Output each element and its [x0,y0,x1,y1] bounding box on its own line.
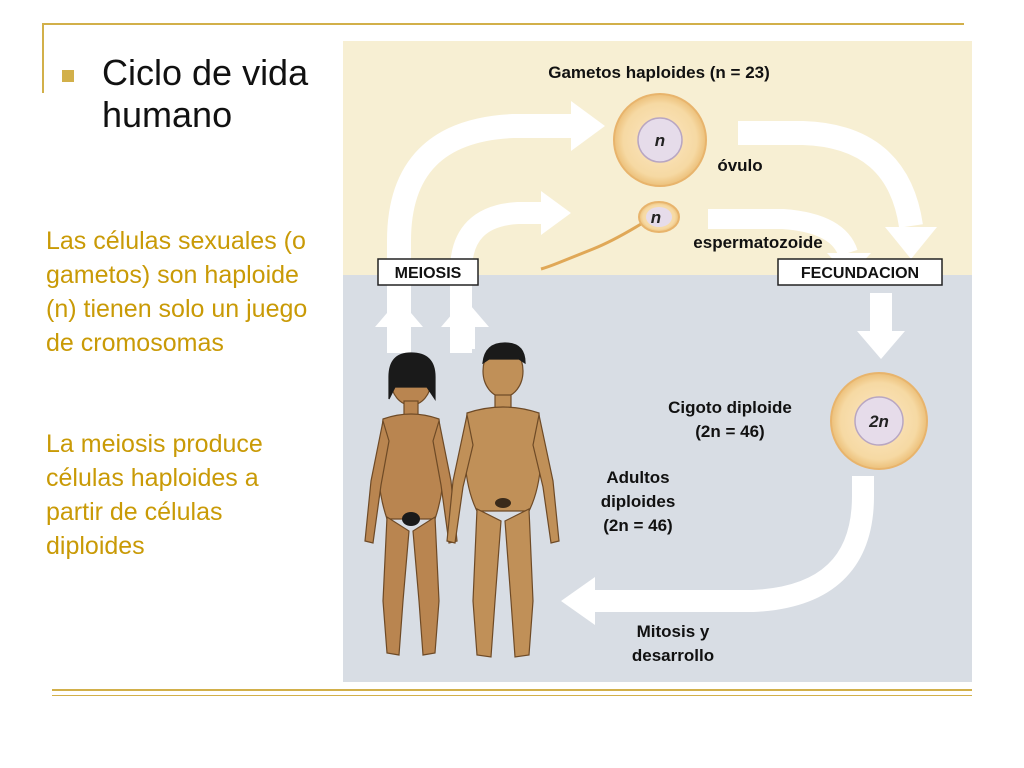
mitosis-label-line2: desarrollo [632,646,714,665]
sperm-label: espermatozoide [693,233,822,252]
sperm-nucleus-label: n [651,208,661,227]
fertilization-inner-arrow [708,209,858,257]
zygote-label-line2: (2n = 46) [695,422,764,441]
mitosis-arrow [593,476,874,612]
zygote-nucleus-label: 2n [868,412,889,431]
slide-title: Ciclo de vida humano [102,52,309,135]
sperm-tail [540,222,642,271]
zygote-nucleus [854,396,904,446]
life-cycle-diagram: n n 2n Gametos haploides (n = 23) óvulo … [343,41,972,682]
paragraph-meiosis: La meiosis produce células haploides a p… [46,430,263,560]
meiosis-inner-arrowhead [541,191,571,235]
ovum-label: óvulo [717,156,762,175]
adults-label-line1: Adultos [606,468,669,487]
sperm-nucleus [646,207,672,227]
mitosis-arrowhead [561,577,595,625]
fertilization-outer-arrowhead [885,227,937,259]
adults-label-line2: diploides [601,492,676,511]
female-figure [364,352,458,656]
fertilization-label: FECUNDACION [801,265,919,282]
fertilization-down-arrowhead [857,331,905,359]
zygote-label-line1: Cigoto diploide [668,398,792,417]
meiosis-up-arrowhead-right [441,299,489,327]
bottom-rule-thin [52,695,972,696]
male-figure [446,342,560,658]
bullet-icon [62,70,74,82]
mitosis-label-line1: Mitosis y [637,622,710,641]
ovum-nucleus-label: n [655,131,665,150]
bottom-rule [52,689,972,691]
meiosis-label: MEIOSIS [395,265,462,282]
meiosis-outer-arrowhead [571,101,605,151]
meiosis-up-arrowhead-left [375,299,423,327]
top-left-rule [42,23,44,93]
paragraph-gametes: Las células sexuales (o gametos) son hap… [46,227,308,357]
meiosis-outer-arrow [387,114,575,353]
fertilization-outer-arrow [738,121,923,228]
gametes-label: Gametos haploides (n = 23) [548,63,770,82]
adults-label-line3: (2n = 46) [603,516,672,535]
top-rule [42,23,964,25]
ovum-nucleus [637,117,683,163]
meiosis-box [377,258,479,286]
fertilization-box [777,258,943,286]
